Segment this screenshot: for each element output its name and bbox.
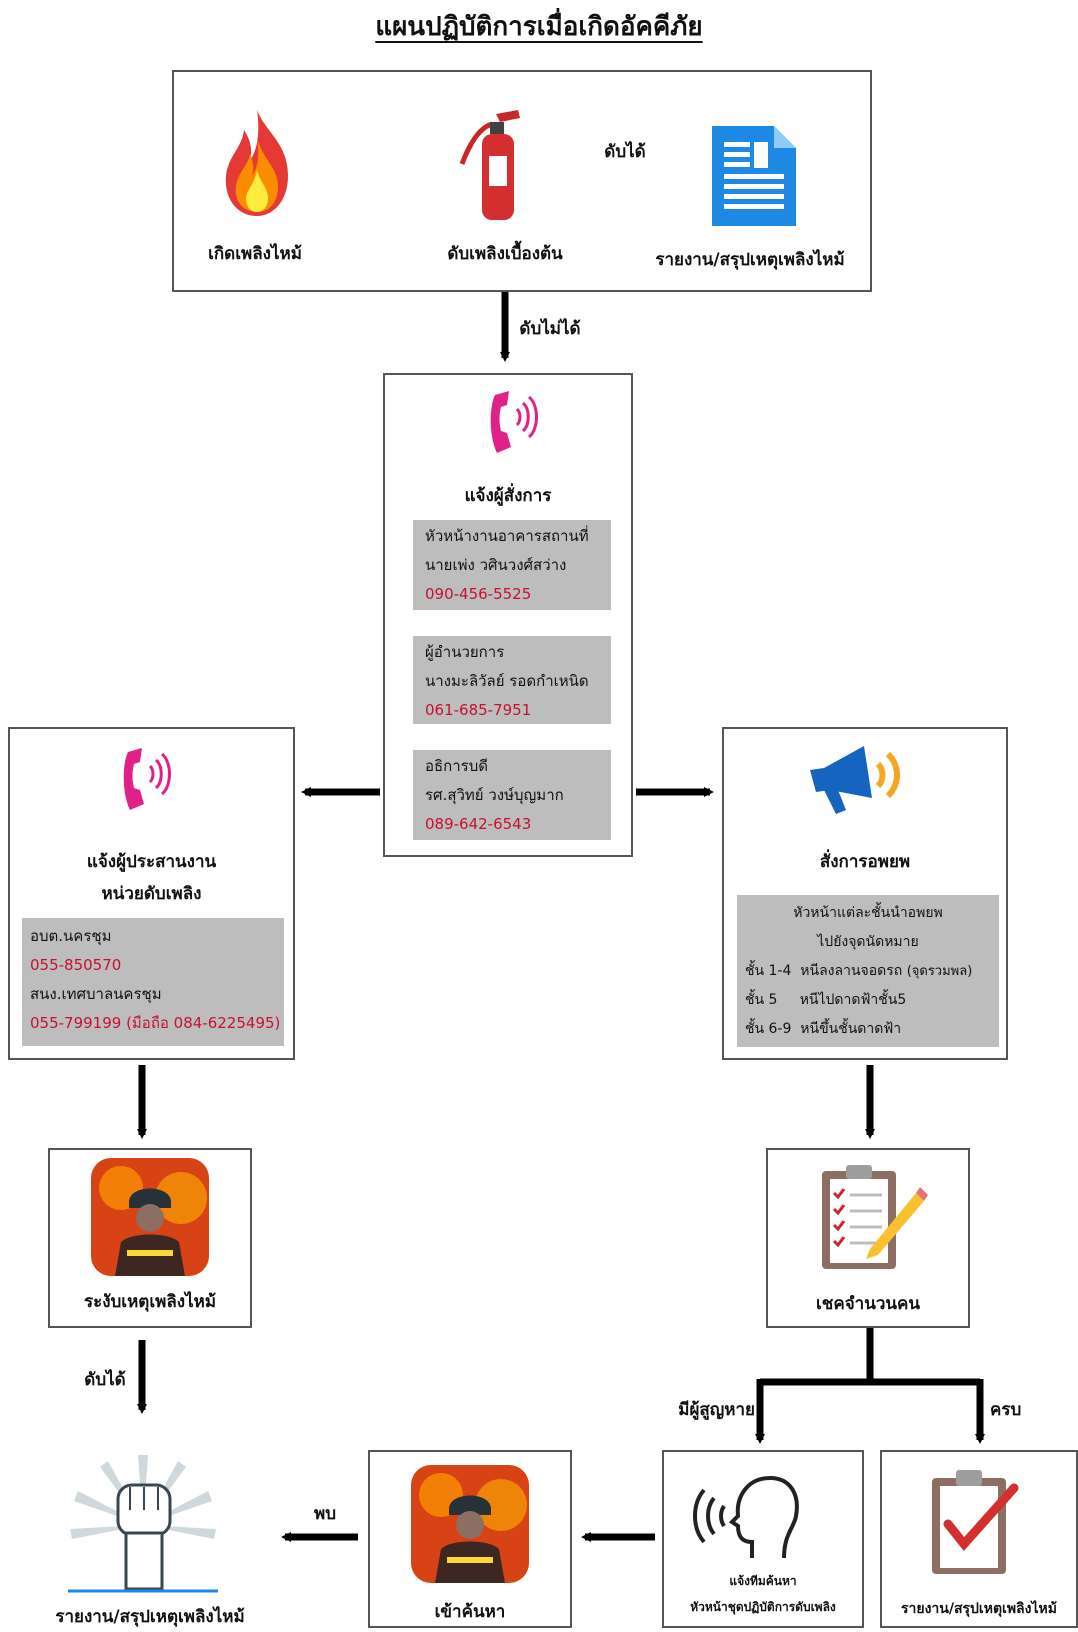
firefighter-icon xyxy=(411,1465,529,1583)
speaking-head-icon xyxy=(693,1475,799,1559)
complete-label: ครบ xyxy=(990,1400,1022,1420)
headcount-branch-line xyxy=(760,1327,874,1386)
contact-role: ผู้อำนวยการ xyxy=(425,643,505,661)
notify-search-label-line2: หัวหน้าชุดปฏิบัติการดับเพลิง xyxy=(690,1600,836,1614)
arrow-fail-label: ดับไม่ได้ xyxy=(519,319,581,339)
floor-number: ชั้น 1-4 xyxy=(745,963,792,979)
phone-icon xyxy=(490,391,538,453)
contact-role: อธิการบดี xyxy=(425,757,488,775)
report-label: รายงาน/สรุปเหตุเพลิงไหม้ xyxy=(655,250,845,270)
contact-card: ผู้อำนวยการ นางมะลิวัลย์ รอดกำเหนิด 061-… xyxy=(413,636,611,724)
extinguish-label: ดับเพลิงเบื้องต้น xyxy=(447,244,563,264)
coordinator-org: อบต.นครชุม xyxy=(30,927,112,945)
floor-number: ชั้น 5 xyxy=(745,992,778,1008)
coordinator-phone: 055-850570 xyxy=(30,956,122,974)
evacuation-instructions-panel: หัวหน้าแต่ละชั้นนำอพยพ ไปยังจุดนัดหมาย ช… xyxy=(737,895,999,1047)
floor-row: ชั้น 5 หนีไปดาดฟ้าชั้น5 xyxy=(745,986,991,1015)
contact-phone: 090-456-5525 xyxy=(425,585,532,603)
document-icon xyxy=(712,126,796,226)
evacuation-header-line2: ไปยังจุดนัดหมาย xyxy=(817,934,919,950)
contact-role: หัวหน้างานอาคารสถานที่ xyxy=(425,527,589,545)
fire-extinguisher-icon xyxy=(459,110,520,220)
contact-card: หัวหน้างานอาคารสถานที่ นายเพ่ง วศินวงศ์ส… xyxy=(413,520,611,610)
floor-note: (จุดรวมพล) xyxy=(906,964,973,979)
contact-phone: 061-685-7951 xyxy=(425,701,532,719)
floor-row: ชั้น 1-4 หนีลงลานจอดรถ (จุดรวมพล) xyxy=(745,957,991,986)
contact-name: นางมะลิวัลย์ รอดกำเหนิด xyxy=(425,672,589,690)
notify-coordinator-label: แจ้งผู้ประสานงาน xyxy=(86,852,217,872)
final-report-label: รายงาน/สรุปเหตุเพลิงไหม้ xyxy=(55,1607,245,1627)
suppress-arrow-label: ดับได้ xyxy=(84,1370,126,1390)
complete-report-label: รายงาน/สรุปเหตุเพลิงไหม้ xyxy=(901,1601,1057,1617)
page-title: แผนปฏิบัติการเมื่อเกิดอัคคีภัย xyxy=(375,12,703,42)
found-label: พบ xyxy=(314,1504,336,1524)
headcount-label: เชคจำนวนคน xyxy=(815,1294,920,1314)
notify-coordinator-label-line2: หน่วยดับเพลิง xyxy=(101,884,202,904)
clipboard-checklist-icon xyxy=(822,1165,928,1269)
raised-fist-icon xyxy=(68,1455,218,1593)
missing-label: มีผู้สูญหาย xyxy=(678,1400,755,1420)
search-label: เข้าค้นหา xyxy=(434,1602,506,1622)
floor-row: ชั้น 6-9 หนีขึ้นชั้นดาดฟ้า xyxy=(745,1015,991,1044)
notify-commander-label: แจ้งผู้สั่งการ xyxy=(464,486,552,506)
fire-icon xyxy=(225,110,288,216)
floor-action: หนีไปดาดฟ้าชั้น5 xyxy=(799,992,907,1008)
floor-action: หนีลงลานจอดรถ xyxy=(800,963,903,979)
megaphone-icon xyxy=(810,746,900,814)
contact-card: อธิการบดี รศ.สุวิทย์ วงษ์บุญมาก 089-642-… xyxy=(413,750,611,840)
coordinator-phone: 055-799199 (มือถือ 084-6225495) xyxy=(30,1014,281,1032)
phone-icon xyxy=(123,748,171,810)
evacuation-label: สั่งการอพยพ xyxy=(819,852,911,872)
fire-label: เกิดเพลิงไหม้ xyxy=(208,244,302,264)
floor-action: หนีขึ้นชั้นดาดฟ้า xyxy=(800,1021,902,1037)
suppress-label: ระงับเหตุเพลิงไหม้ xyxy=(83,1292,217,1312)
contact-name: รศ.สุวิทย์ วงษ์บุญมาก xyxy=(425,786,564,804)
firefighter-icon xyxy=(91,1158,209,1276)
evacuation-header: หัวหน้าแต่ละชั้นนำอพยพ xyxy=(793,905,943,921)
notify-search-label: แจ้งทีมค้นหา xyxy=(729,1574,797,1588)
arrow-success-label: ดับได้ xyxy=(604,142,646,162)
clipboard-check-icon xyxy=(932,1470,1019,1574)
coordinator-org: สนง.เทศบาลนครชุม xyxy=(30,985,162,1003)
coordinator-contact-panel: อบต.นครชุม 055-850570 สนง.เทศบาลนครชุม 0… xyxy=(22,918,284,1046)
contact-phone: 089-642-6543 xyxy=(425,815,532,833)
contact-name: นายเพ่ง วศินวงศ์สว่าง xyxy=(425,556,567,574)
floor-number: ชั้น 6-9 xyxy=(745,1021,792,1037)
